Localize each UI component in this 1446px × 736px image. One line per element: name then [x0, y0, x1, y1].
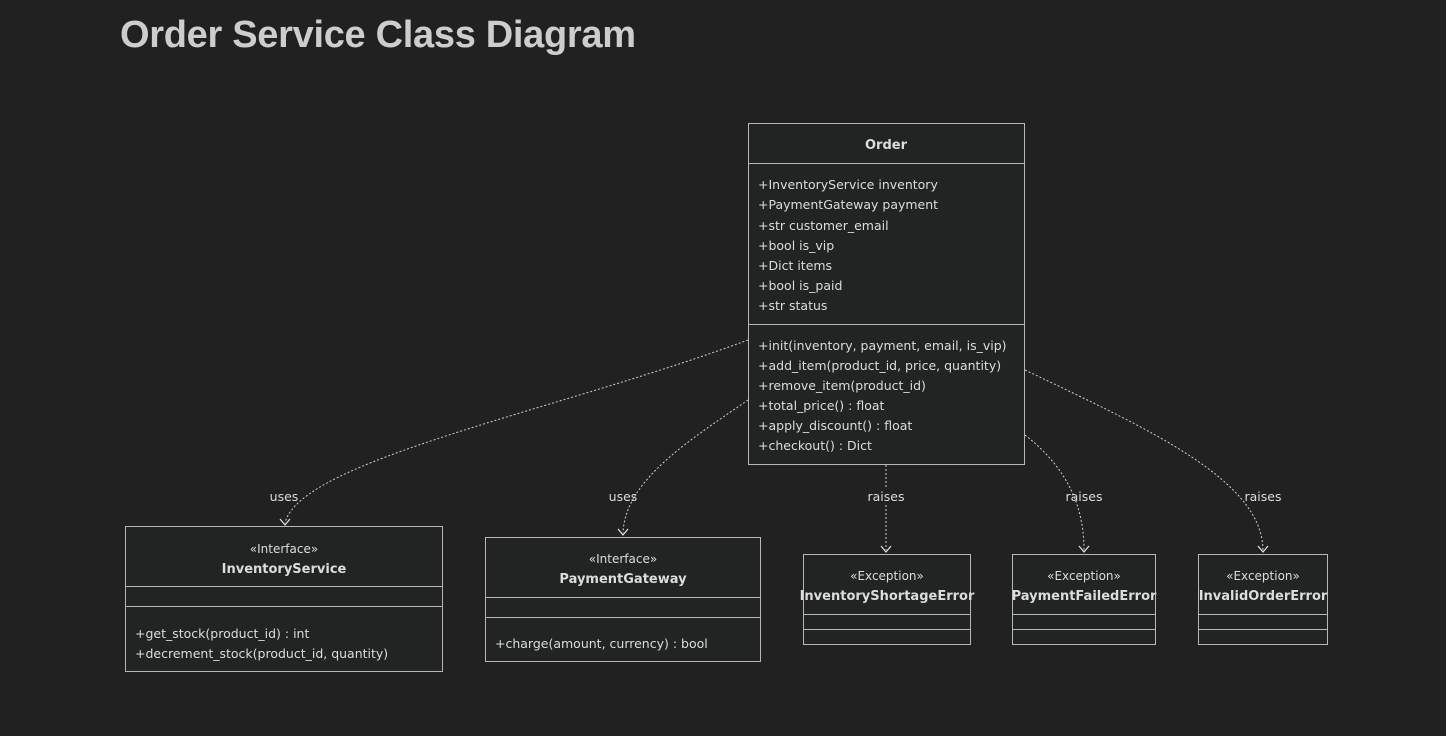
- method: +charge(amount, currency) : bool: [495, 636, 708, 651]
- attribute: +str status: [758, 298, 827, 313]
- method: +add_item(product_id, price, quantity): [758, 358, 1001, 373]
- method: +apply_discount() : float: [758, 418, 912, 433]
- relation-uses-payment-gateway: uses: [609, 399, 749, 536]
- attribute: +InventoryService inventory: [758, 177, 938, 192]
- edge-line: [1024, 369, 1264, 551]
- attribute: +bool is_paid: [758, 278, 842, 293]
- method: +get_stock(product_id) : int: [135, 626, 309, 641]
- relations: uses uses raises raises: [270, 339, 1282, 553]
- relation-raises-inventory-shortage-error: raises: [862, 465, 910, 553]
- class-order: Order +InventoryService inventory +Payme…: [748, 123, 1025, 465]
- arrowhead-icon: [617, 528, 629, 536]
- class-inventory-shortage-error: «Exception» InventoryShortageError: [800, 554, 975, 645]
- page-title: Order Service Class Diagram: [120, 14, 636, 56]
- edge-line: [1024, 434, 1085, 551]
- relation-raises-invalid-order-error: raises: [1024, 369, 1282, 553]
- edge-label: raises: [1245, 489, 1282, 504]
- arrowhead-icon: [1257, 545, 1269, 553]
- attribute: +bool is_vip: [758, 238, 834, 253]
- method-list: +init(inventory, payment, email, is_vip)…: [758, 338, 1007, 453]
- class-name: InventoryService: [222, 562, 347, 577]
- method: +total_price() : float: [758, 398, 885, 413]
- class-name: PaymentGateway: [559, 572, 687, 587]
- class-name: Order: [865, 138, 908, 153]
- arrowhead-icon: [279, 518, 291, 526]
- arrowhead-icon: [1078, 545, 1090, 553]
- method: +remove_item(product_id): [758, 378, 926, 393]
- edge-label: raises: [1066, 489, 1103, 504]
- relation-uses-inventory-service: uses: [270, 339, 749, 526]
- edge-label: raises: [868, 489, 905, 504]
- method-list: +get_stock(product_id) : int +decrement_…: [135, 626, 388, 661]
- method: +decrement_stock(product_id, quantity): [135, 646, 388, 661]
- stereotype-label: «Exception»: [1226, 569, 1300, 583]
- attribute-list: +InventoryService inventory +PaymentGate…: [758, 177, 938, 313]
- class-payment-failed-error: «Exception» PaymentFailedError: [1012, 554, 1157, 645]
- attribute: +str customer_email: [758, 218, 889, 233]
- class-invalid-order-error: «Exception» InvalidOrderError: [1198, 554, 1328, 645]
- class-name: InventoryShortageError: [800, 589, 975, 604]
- attribute: +Dict items: [758, 258, 832, 273]
- stereotype-label: «Interface»: [589, 552, 657, 566]
- class-name: PaymentFailedError: [1012, 589, 1157, 604]
- edge-label: uses: [609, 489, 638, 504]
- method: +checkout() : Dict: [758, 438, 872, 453]
- stereotype-label: «Exception»: [1047, 569, 1121, 583]
- attribute: +PaymentGateway payment: [758, 197, 938, 212]
- class-inventory-service: «Interface» InventoryService +get_stock(…: [125, 526, 443, 672]
- edge-label: uses: [270, 489, 299, 504]
- method: +init(inventory, payment, email, is_vip): [758, 338, 1007, 353]
- class-name: InvalidOrderError: [1199, 589, 1328, 604]
- class-payment-gateway: «Interface» PaymentGateway +charge(amoun…: [485, 537, 761, 662]
- relation-raises-payment-failed-error: raises: [1024, 434, 1103, 553]
- edge-line: [284, 339, 749, 524]
- edge-line: [622, 399, 749, 534]
- method-list: +charge(amount, currency) : bool: [495, 636, 708, 651]
- stereotype-label: «Interface»: [250, 542, 318, 556]
- stereotype-label: «Exception»: [850, 569, 924, 583]
- arrowhead-icon: [880, 545, 892, 553]
